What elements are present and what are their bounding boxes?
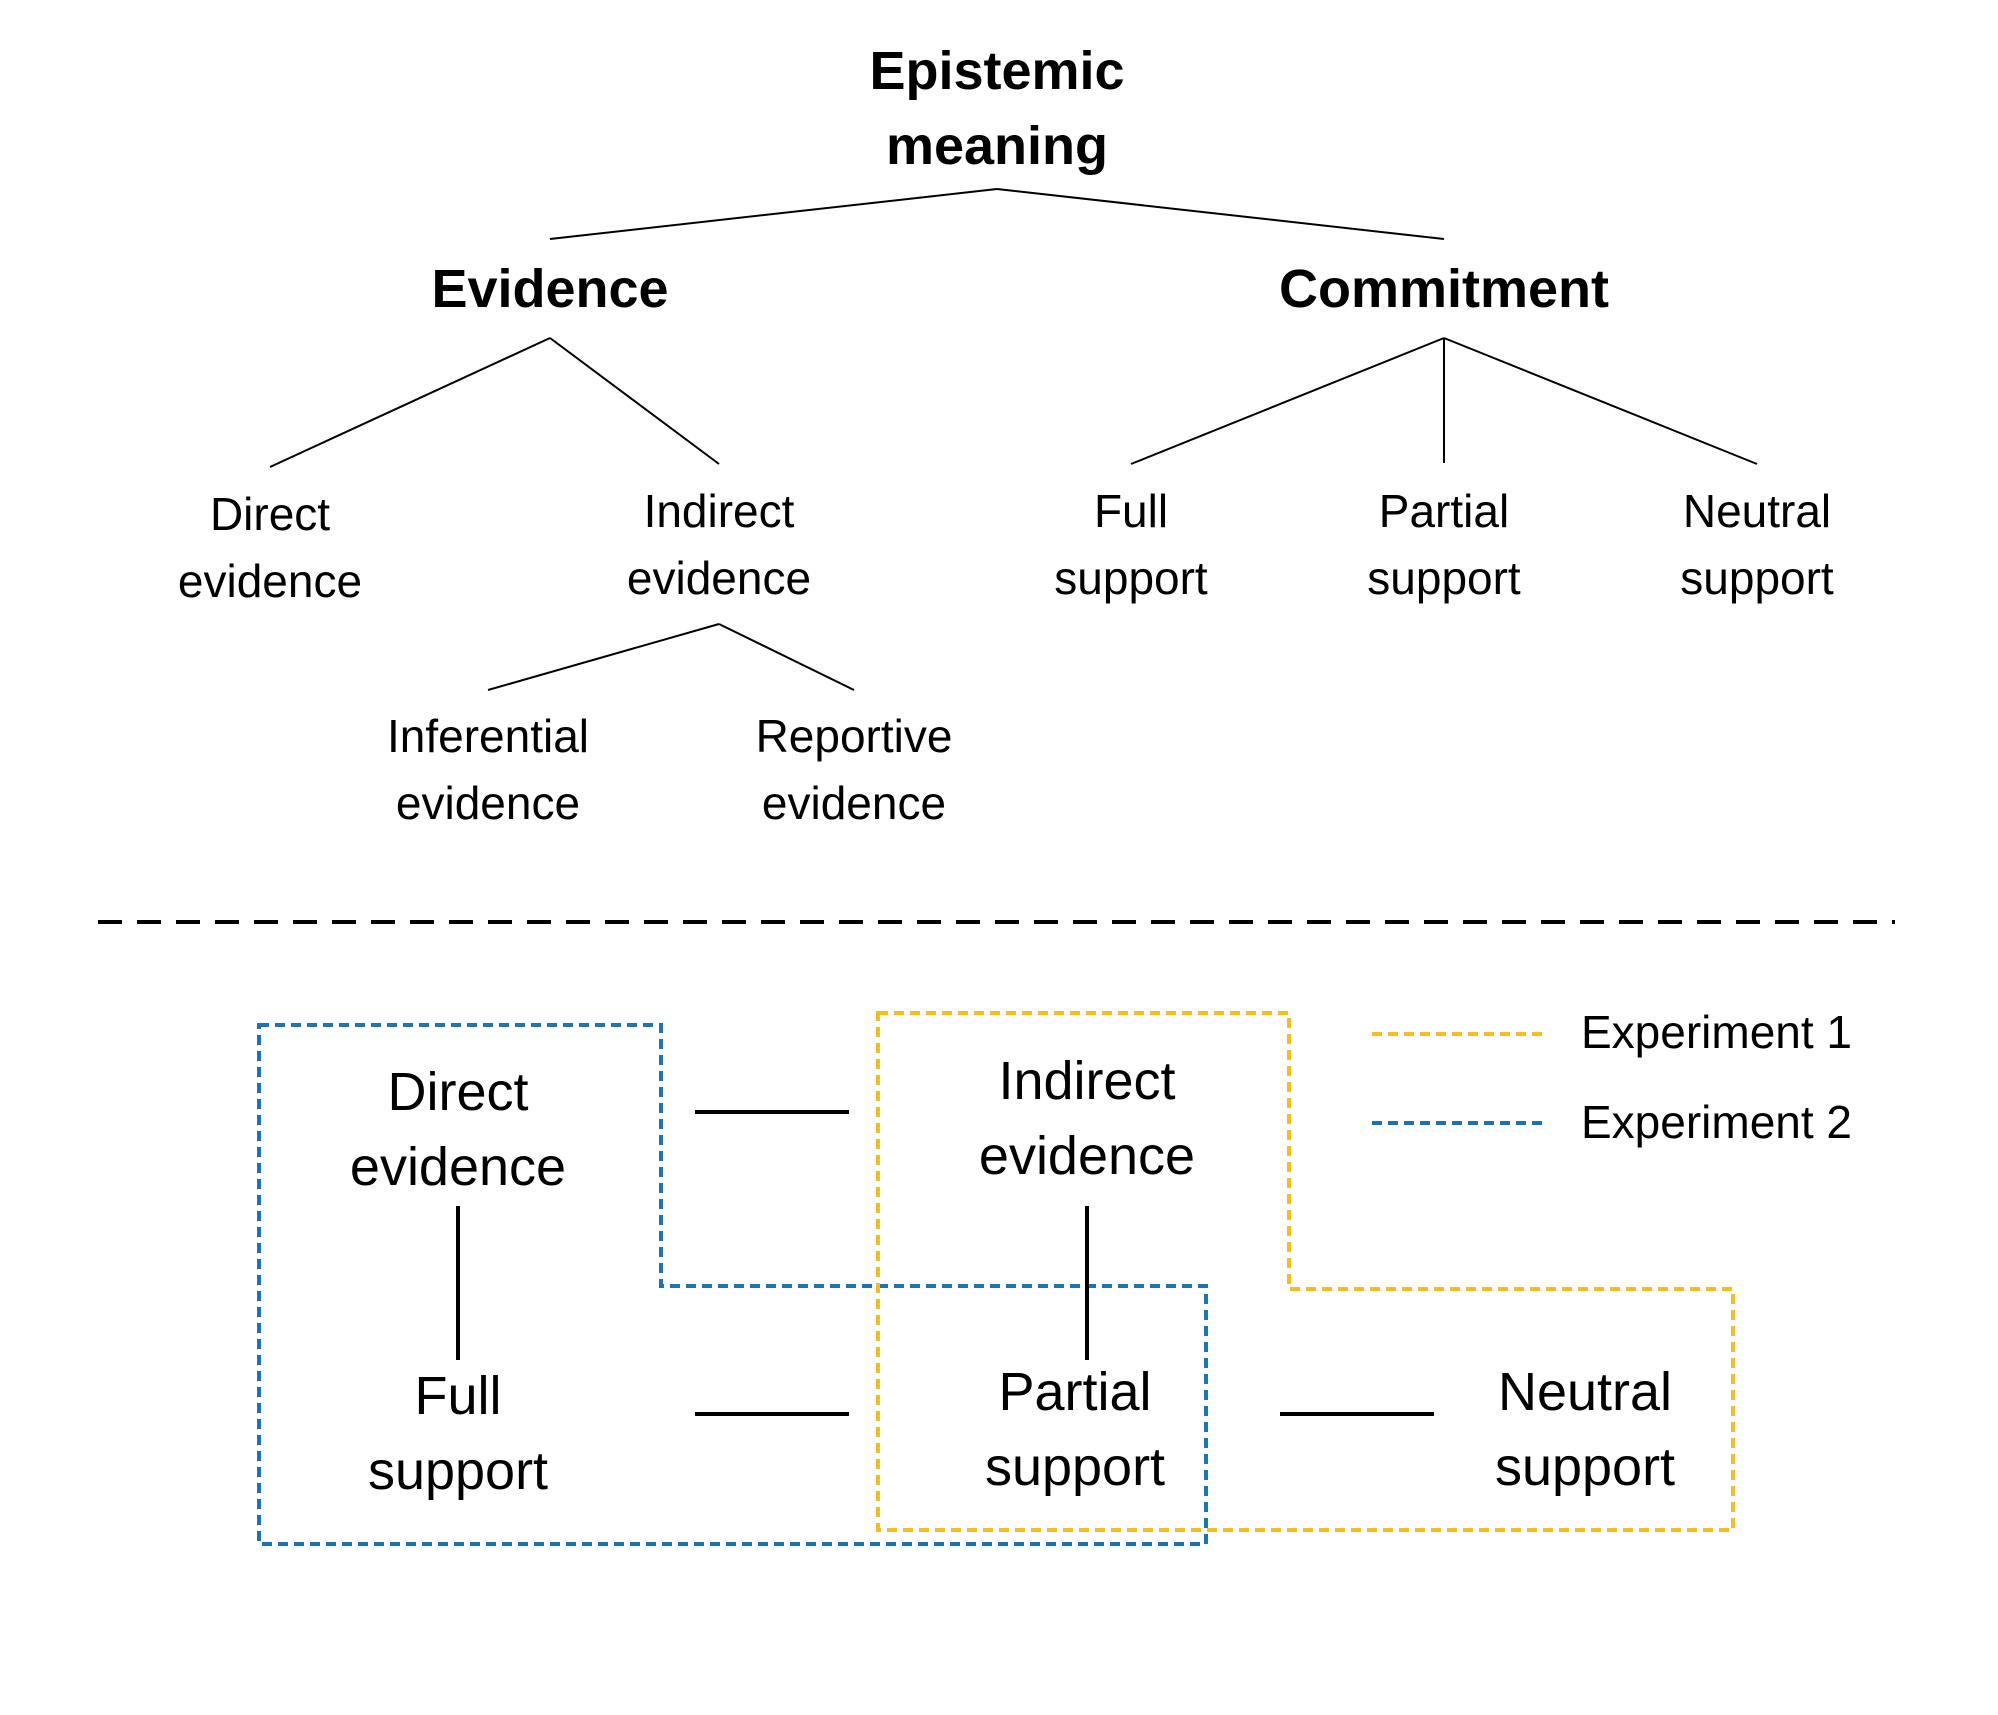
node-label-line1: Indirect [643,485,795,537]
grid-node-neutral-support: Neutral support [1425,1355,1745,1504]
node-commitment: Commitment [1224,257,1664,322]
legend-label-experiment-1: Experiment 1 [1581,1005,1852,1060]
node-label-line2: support [1494,1436,1676,1497]
node-label-line2: support [1054,551,1208,604]
node-label-line1: Partial [998,1362,1152,1422]
node-label-line1: Direct [387,1062,529,1122]
node-label-line1: Direct [209,488,331,540]
node-label-line2: evidence [761,776,947,829]
node-label-line1: Reportive [755,710,953,762]
grid-node-partial-support: Partial support [915,1355,1235,1504]
edge-commitment-full [1130,337,1445,465]
node-epistemic-meaning: Epistemic meaning [797,34,1197,183]
legend-label-experiment-2: Experiment 2 [1581,1095,1852,1150]
legend-text: Experiment 1 [1581,1006,1853,1058]
node-label-line1: Partial [1378,485,1510,537]
node-label-line2: evidence [177,554,363,607]
node-label-line1: Epistemic [869,41,1125,101]
experiment-1-region [876,1011,1735,1532]
node-label-line1: Full [414,1366,502,1426]
node-reportive-evidence: Reportive evidence [704,703,1004,836]
node-label-line2: support [984,1436,1166,1497]
node-label-line2: evidence [978,1125,1196,1186]
node-label: Evidence [431,259,669,319]
node-direct-evidence: Direct evidence [120,481,420,614]
edge-root-evidence [549,188,998,240]
edge-evidence-direct [269,337,551,468]
node-evidence: Evidence [350,257,750,322]
node-label-line2: evidence [626,551,812,604]
node-label-line2: meaning [885,115,1109,176]
node-full-support: Full support [981,478,1281,611]
grid-node-full-support: Full support [298,1359,618,1508]
edge-evidence-indirect [549,337,720,465]
node-label-line2: evidence [349,1136,567,1197]
edge-indirect-inferential [487,623,720,691]
node-label-line1: Inferential [386,710,589,762]
grid-node-indirect-evidence: Indirect evidence [927,1044,1247,1193]
edge-indirect-reportive [718,623,855,691]
node-inferential-evidence: Inferential evidence [338,703,638,836]
edge-root-commitment [996,188,1445,240]
node-label-line2: support [1680,551,1834,604]
node-label-line1: Neutral [1497,1362,1673,1422]
node-label: Commitment [1278,259,1609,319]
grid-node-direct-evidence: Direct evidence [298,1055,618,1204]
node-partial-support: Partial support [1294,478,1594,611]
node-indirect-evidence: Indirect evidence [569,478,869,611]
node-label-line2: support [1367,551,1521,604]
node-label-line1: Neutral [1682,485,1832,537]
node-label-line2: support [367,1440,549,1501]
edge-commitment-neutral [1443,337,1758,465]
experiment-2-region [257,1023,1208,1546]
node-label-line1: Indirect [998,1051,1176,1111]
node-label-line2: evidence [395,776,581,829]
node-neutral-support: Neutral support [1607,478,1907,611]
node-label-line1: Full [1093,485,1169,537]
legend-text: Experiment 2 [1581,1096,1853,1148]
